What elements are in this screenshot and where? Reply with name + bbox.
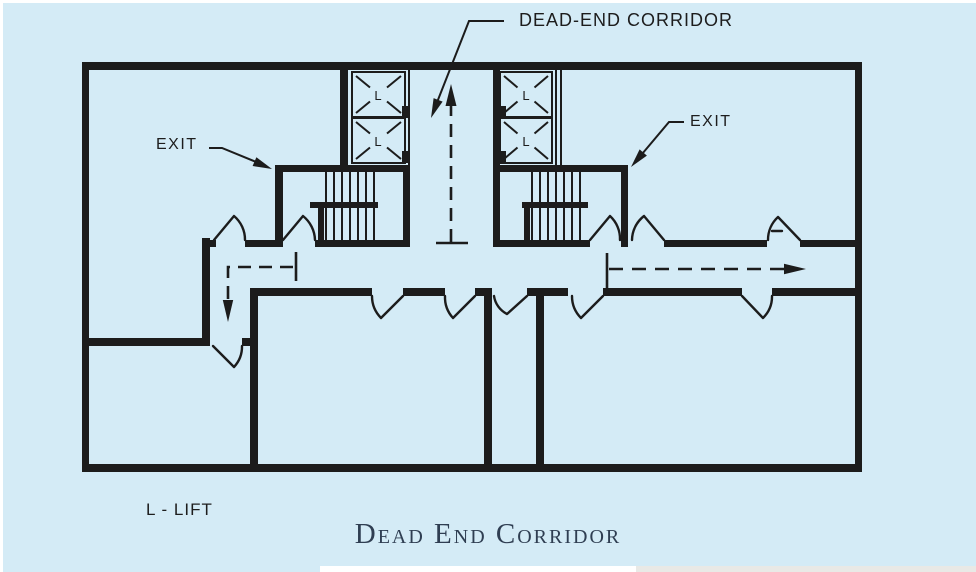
leader-lines xyxy=(209,20,684,167)
arrowhead-right xyxy=(784,263,806,275)
leader-arrowheads xyxy=(252,98,647,169)
door-swing xyxy=(740,294,774,320)
door-swing xyxy=(370,294,405,320)
room-divider-wall xyxy=(250,288,258,464)
arrowhead-down xyxy=(222,300,234,322)
door-swing xyxy=(281,214,317,242)
bottom-gray-strip xyxy=(636,566,976,572)
lift-car xyxy=(351,117,406,164)
exit-label-left: EXIT xyxy=(156,136,198,153)
lift-shafts xyxy=(351,70,562,165)
dead-end-corridor-label: DEAD-END CORRIDOR xyxy=(519,10,734,30)
door-swing xyxy=(212,214,247,242)
left-white-edge xyxy=(0,0,3,572)
doors xyxy=(211,214,802,369)
figure-title: Dead End Corridor xyxy=(354,518,622,550)
door-swing xyxy=(588,214,622,242)
outer-wall-left xyxy=(82,62,89,472)
lift-bank-left-wall xyxy=(340,70,348,165)
lift-legend-label: L - LIFT xyxy=(146,500,213,519)
egress-arrows xyxy=(222,84,806,322)
stair-left-treads xyxy=(325,172,375,240)
dead-end-corridor-leader xyxy=(433,20,504,111)
lift-car xyxy=(499,117,553,164)
arrowhead-up xyxy=(445,84,457,106)
lift-letter: L xyxy=(374,88,381,103)
door-swing xyxy=(211,344,244,369)
stair-left-landing-bar xyxy=(310,202,378,208)
room-divider-wall xyxy=(484,296,492,472)
lift-letter: L xyxy=(374,134,381,149)
left-path-dashed-arrow xyxy=(226,265,293,301)
outer-wall-bottom xyxy=(82,464,862,472)
door-swing xyxy=(766,215,802,242)
exit-label-right: EXIT xyxy=(690,113,732,130)
room-divider-wall xyxy=(536,296,544,472)
leader-arrowhead xyxy=(631,149,647,167)
door-swing xyxy=(492,294,529,316)
door-swing xyxy=(570,294,605,320)
stair-enclosure-left-walls xyxy=(275,165,410,172)
walls xyxy=(82,62,862,472)
stair-enclosure-right-walls xyxy=(493,165,628,172)
lift-letter: L xyxy=(522,88,529,103)
exit-right-leader xyxy=(636,121,684,161)
leader-arrowhead xyxy=(252,157,272,169)
exit-left-leader xyxy=(209,147,267,167)
door-swing xyxy=(630,214,666,242)
door-swing xyxy=(443,294,477,320)
lift-letter: L xyxy=(522,134,529,149)
stair-right-treads xyxy=(531,172,581,240)
bottom-white-strip xyxy=(320,566,636,572)
outer-wall-right xyxy=(855,62,862,472)
lift-letters: L L L L xyxy=(374,88,529,149)
top-white-edge xyxy=(0,0,976,3)
leader-arrowhead xyxy=(431,98,443,118)
outer-wall-top xyxy=(82,62,862,70)
stair-treads xyxy=(325,172,581,240)
